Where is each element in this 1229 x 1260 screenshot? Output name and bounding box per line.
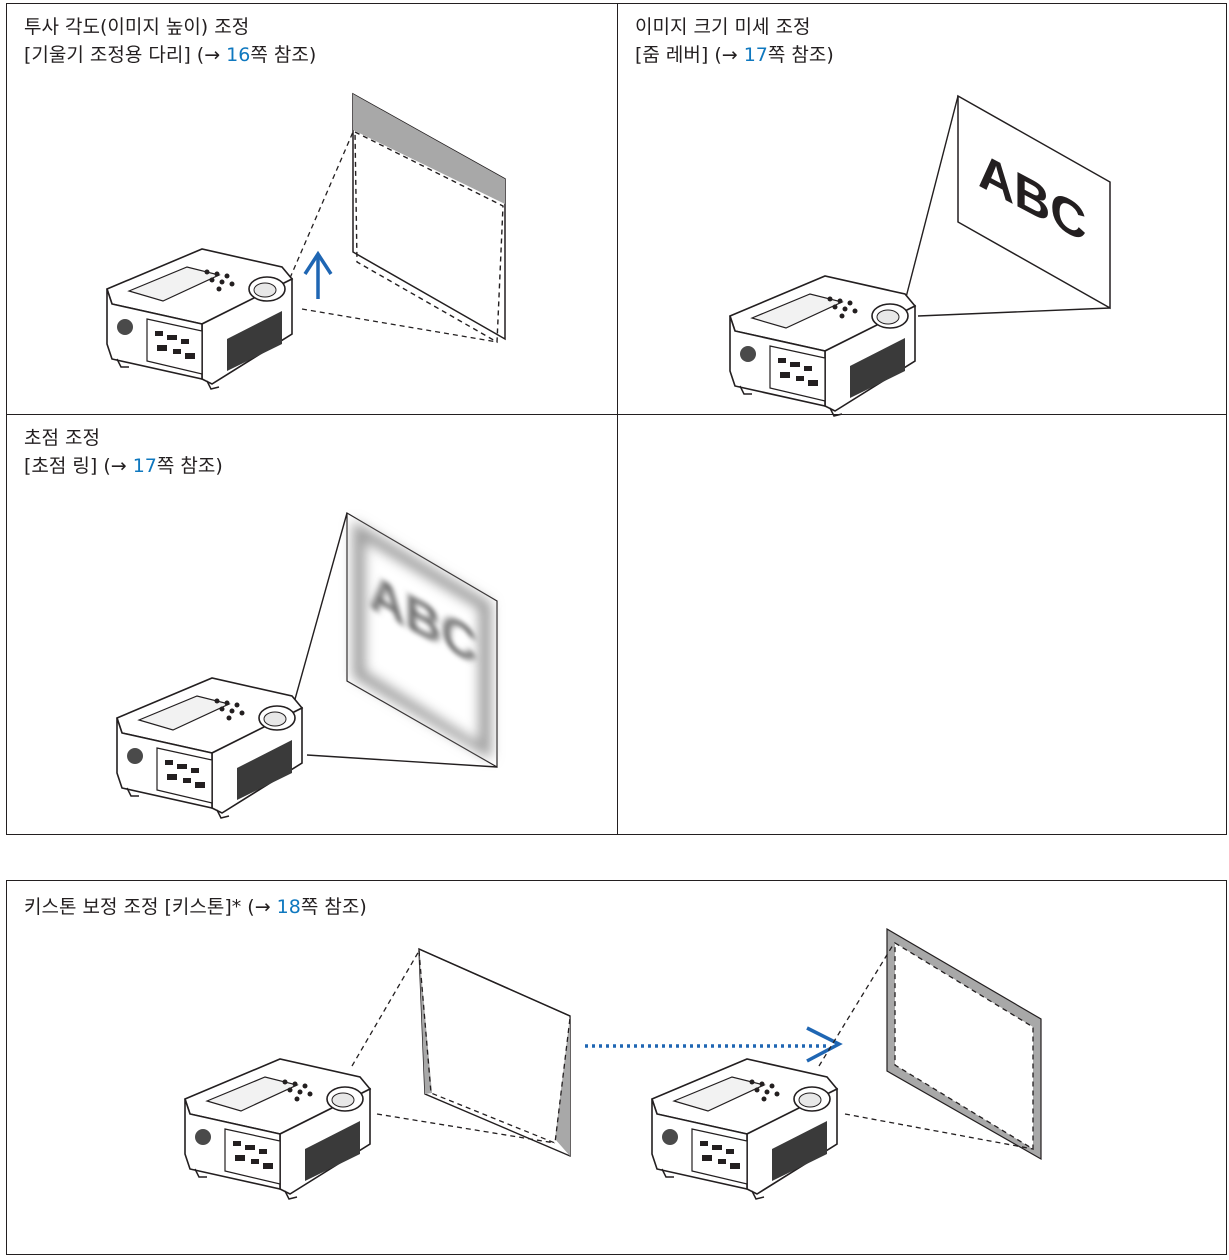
- projector-icon: [729, 275, 916, 417]
- grid-divider-horizontal: [7, 414, 1226, 415]
- projection-screen-icon: ABC: [346, 511, 498, 769]
- tilt-ref-page-link[interactable]: 16: [226, 44, 251, 66]
- zoom-adjust-panel: 이미지 크기 미세 조정 [줌 레버] (→ 17쪽 참조) ABC: [618, 4, 1228, 417]
- tilt-illustration: [106, 92, 506, 390]
- projection-screen-icon: ABC: [957, 94, 1111, 310]
- projector-icon: [651, 1058, 838, 1200]
- keystone-reference: 키스톤 보정 조정 [키스톤]* (→ 18쪽 참조): [24, 893, 367, 921]
- keystone-adjust-panel: 키스톤 보정 조정 [키스톤]* (→ 18쪽 참조): [6, 880, 1227, 1255]
- projection-screen-icon: [886, 927, 1042, 1161]
- zoom-ref-page-link[interactable]: 17: [743, 44, 768, 66]
- zoom-illustration: ABC: [729, 94, 1111, 417]
- tilt-ref-suffix: 쪽 참조): [250, 44, 317, 66]
- tilt-caption: 투사 각도(이미지 높이) 조정 [기울기 조정용 다리] (→ 16쪽 참조): [24, 13, 316, 69]
- tilt-reference: [기울기 조정용 다리] (→ 16쪽 참조): [24, 41, 316, 69]
- projector-icon: [184, 1058, 371, 1200]
- adjustment-grid: 투사 각도(이미지 높이) 조정 [기울기 조정용 다리] (→ 16쪽 참조)…: [6, 3, 1227, 835]
- focus-caption: 초점 조정 [초점 링] (→ 17쪽 참조): [24, 424, 223, 480]
- keystone-title: 키스톤 보정 조정 [키스톤]* (→: [24, 896, 277, 918]
- focus-illustration: ABC: [116, 511, 498, 819]
- tilt-title: 투사 각도(이미지 높이) 조정: [24, 16, 250, 38]
- projector-icon: [116, 677, 303, 819]
- keystone-caption: 키스톤 보정 조정 [키스톤]* (→ 18쪽 참조): [24, 893, 367, 921]
- keystone-ref-page-link[interactable]: 18: [276, 896, 301, 918]
- tilt-ref-prefix: [기울기 조정용 다리] (→: [24, 44, 227, 66]
- empty-panel: [618, 415, 1228, 835]
- focus-adjust-panel: 초점 조정 [초점 링] (→ 17쪽 참조) ABC: [7, 415, 617, 835]
- focus-title: 초점 조정: [24, 427, 100, 449]
- right-arrow-icon: [585, 1026, 843, 1063]
- keystone-illustration: [184, 927, 1042, 1200]
- focus-ref-prefix: [초점 링] (→: [24, 455, 133, 477]
- zoom-reference: [줌 레버] (→ 17쪽 참조): [635, 41, 834, 69]
- projection-screen-icon: [418, 947, 571, 1158]
- focus-ref-page-link[interactable]: 17: [132, 455, 157, 477]
- zoom-ref-suffix: 쪽 참조): [767, 44, 834, 66]
- tilt-adjust-panel: 투사 각도(이미지 높이) 조정 [기울기 조정용 다리] (→ 16쪽 참조): [7, 4, 617, 414]
- zoom-title: 이미지 크기 미세 조정: [635, 16, 811, 38]
- projector-icon: [106, 248, 293, 390]
- grid-divider-vertical: [617, 4, 618, 834]
- zoom-caption: 이미지 크기 미세 조정 [줌 레버] (→ 17쪽 참조): [635, 13, 834, 69]
- projection-screen-icon: [352, 92, 506, 344]
- focus-ref-suffix: 쪽 참조): [156, 455, 223, 477]
- zoom-ref-prefix: [줌 레버] (→: [635, 44, 744, 66]
- keystone-ref-suffix: 쪽 참조): [300, 896, 367, 918]
- focus-reference: [초점 링] (→ 17쪽 참조): [24, 452, 223, 480]
- up-arrow-icon: [303, 250, 333, 299]
